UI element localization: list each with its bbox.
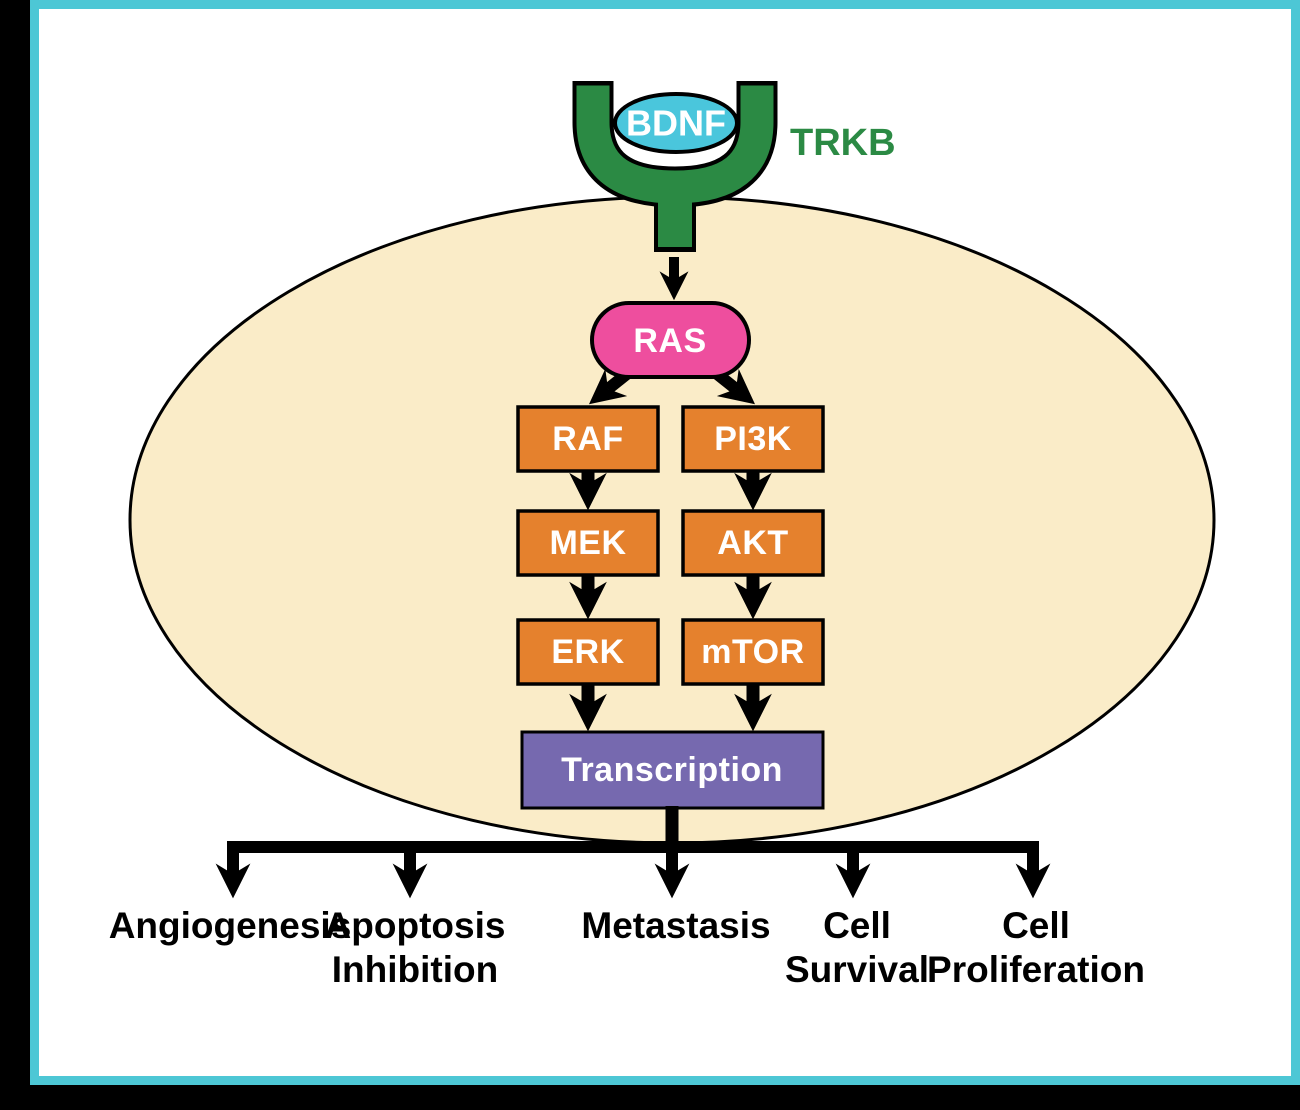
outcome-label-angiogenesis: Angiogenesis (109, 905, 352, 946)
erk-label: ERK (551, 633, 624, 671)
mek-label: MEK (549, 524, 626, 562)
outcome-labels: Angiogenesis Apoptosis Inhibition Metast… (109, 905, 1145, 990)
pathway-arrows (569, 257, 772, 732)
outcome-label-cell-proliferation-line1: Cell (1002, 905, 1070, 946)
raf-label: RAF (552, 420, 623, 458)
ras-node (590, 301, 751, 379)
akt-node (681, 509, 825, 577)
mtor-label: mTOR (701, 633, 804, 671)
mek-node (516, 509, 660, 577)
transcription-node (520, 730, 825, 810)
outcome-label-cell-proliferation-line2: Proliferation (927, 949, 1145, 990)
akt-label: AKT (717, 524, 788, 562)
transcription-label: Transcription (561, 751, 783, 789)
trkb-receptor (572, 81, 778, 252)
outcome-label-cell-survival-line1: Cell (823, 905, 891, 946)
erk-node (516, 618, 660, 686)
bdnf-ligand (613, 92, 739, 154)
trkb-label: TRKB (790, 122, 896, 164)
mtor-node (681, 618, 825, 686)
outcome-label-cell-survival-line2: Survival (785, 949, 929, 990)
pi3k-label: PI3K (714, 420, 792, 458)
outcome-label-apoptosis-line1: Apoptosis (325, 905, 506, 946)
ras-label: RAS (633, 322, 706, 360)
raf-node (516, 405, 660, 473)
pathway-nodes: RAS RAF PI3K MEK AKT ERK mTOR Transcript… (516, 301, 825, 810)
output-branch (215, 806, 1051, 899)
outcome-label-apoptosis-line2: Inhibition (332, 949, 498, 990)
pi3k-node (681, 405, 825, 473)
bdnf-label: BDNF (626, 103, 726, 144)
outcome-label-metastasis: Metastasis (581, 905, 770, 946)
